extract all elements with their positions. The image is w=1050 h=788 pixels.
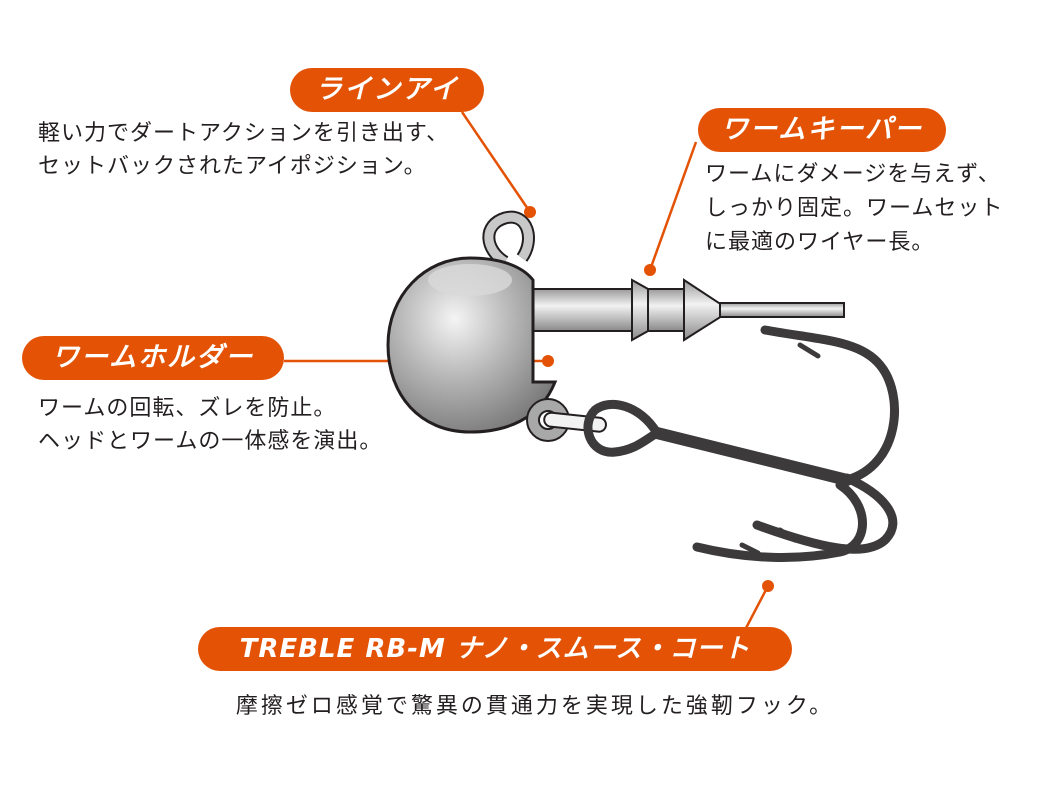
treble-hook-description: 摩擦ゼロ感覚で驚異の貫通力を実現した強靭フック。 — [0, 690, 1050, 723]
worm-keeper-description: ワームにダメージを与えず、 しっかり固定。ワームセット に最適のワイヤー長。 — [705, 158, 1003, 260]
line-eye-description: 軽い力でダートアクションを引き出す、 セットバックされたアイポジション。 — [38, 117, 449, 183]
jig-head — [386, 256, 558, 434]
treble-hook — [583, 325, 900, 562]
treble-hook-label: TREBLE RB-M ナノ・スムース・コート — [198, 627, 792, 671]
worm-holder-description: ワームの回転、ズレを防止。 ヘッドとワームの一体感を演出。 — [38, 392, 382, 458]
worm-keeper-label: ワームキーパー — [698, 108, 946, 152]
description-line: 軽い力でダートアクションを引き出す、 — [38, 121, 450, 146]
description-line: 摩擦ゼロ感覚で驚異の貫通力を実現した強靭フック。 — [235, 694, 835, 719]
line-eye-label: ラインアイ — [290, 68, 484, 112]
description-line: に最適のワイヤー長。 — [705, 230, 935, 255]
description-line: セットバックされたアイポジション。 — [38, 154, 427, 179]
line-eye — [482, 210, 535, 268]
description-line: ワームにダメージを与えず、 — [705, 162, 1001, 187]
worm-keeper — [529, 278, 845, 342]
description-line: ワームの回転、ズレを防止。 — [38, 396, 337, 421]
description-line: ヘッドとワームの一体感を演出。 — [38, 429, 383, 454]
description-line: しっかり固定。ワームセット — [705, 196, 1004, 221]
callout-dots — [524, 206, 774, 592]
worm-holder-label: ワームホルダー — [22, 336, 284, 380]
